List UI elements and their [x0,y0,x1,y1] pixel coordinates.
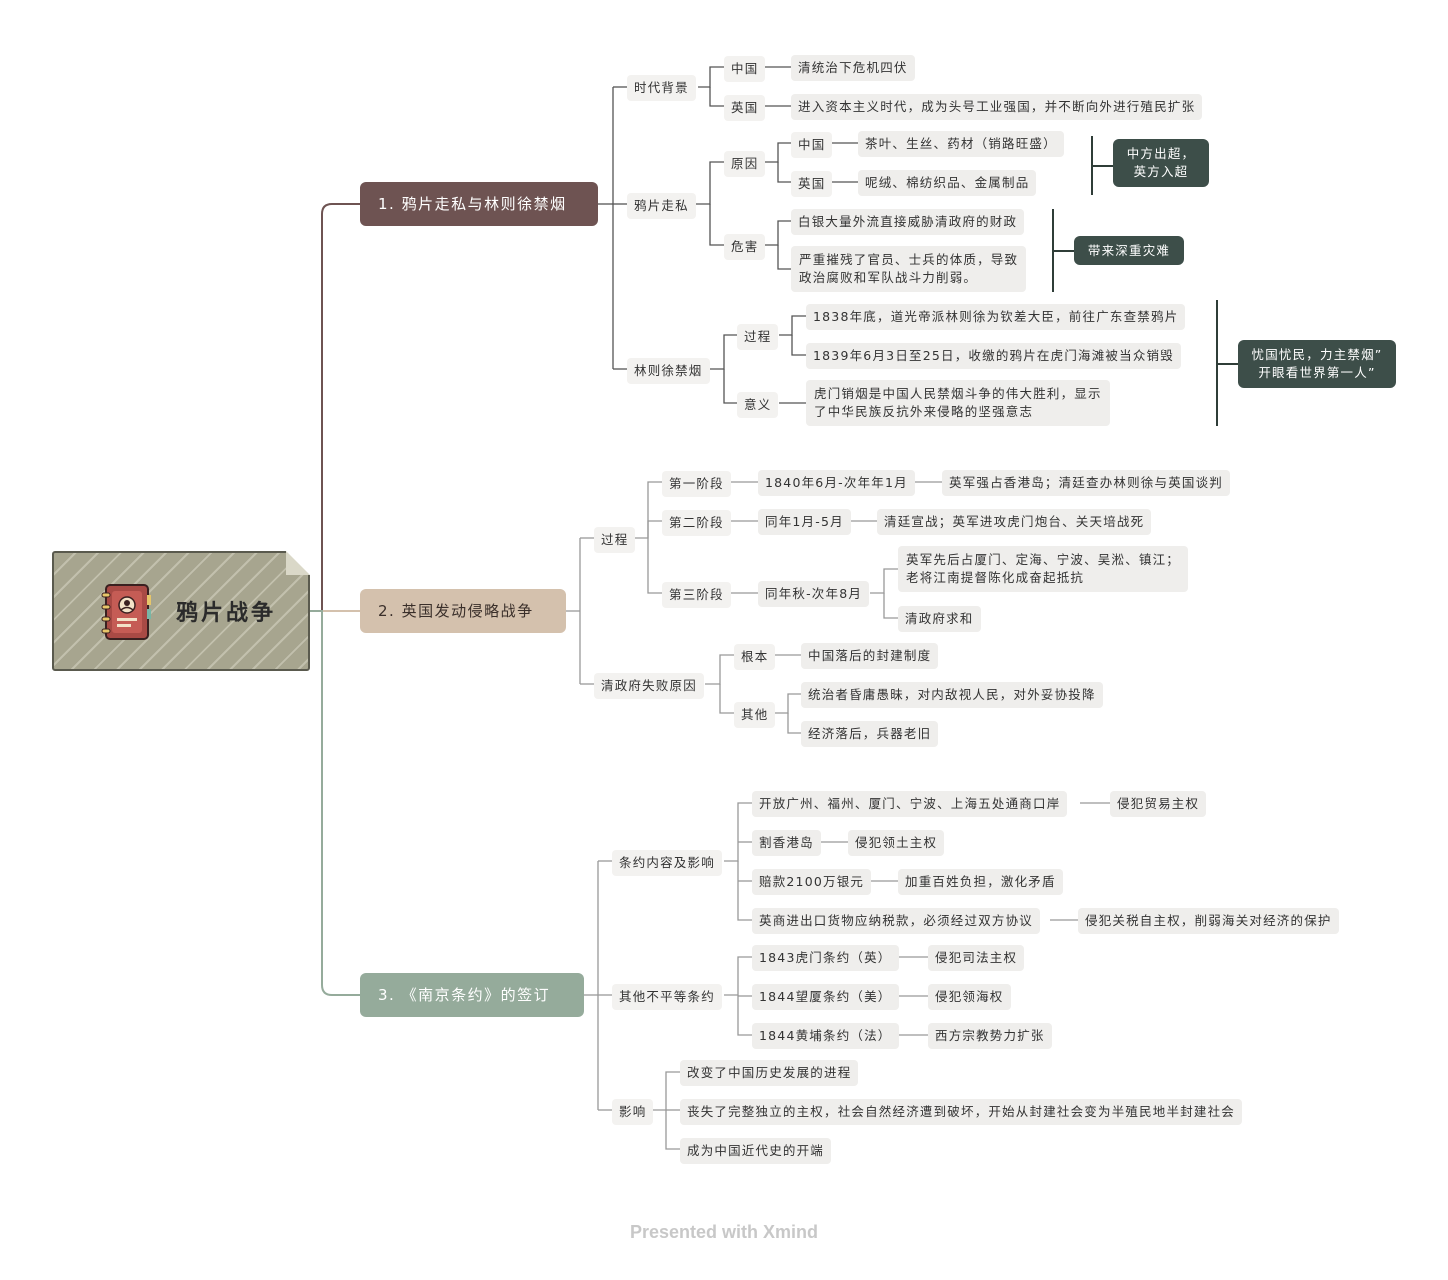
topic-harm-health[interactable]: 严重摧残了官员、士兵的体质，导致 政治腐败和军队战斗力削弱。 [791,246,1027,292]
topic-content-indemnity[interactable]: 赔款2100万银元 [752,869,872,895]
topic-ban-process[interactable]: 过程 [737,324,779,350]
branch-opium-smuggling[interactable]: 1. 鸦片走私与林则徐禁烟 [360,182,598,226]
topic-stage3-text1[interactable]: 英军先后占厦门、定海、宁波、吴淞、镇江； 老将江南提督陈化成奋起抵抗 [898,546,1189,592]
topic-ban-meaning[interactable]: 意义 [737,392,779,418]
topic-harm-silver[interactable]: 白银大量外流直接威胁清政府的财政 [791,209,1025,235]
xmind-watermark: Presented with Xmind [629,1222,819,1242]
topic-smuggling[interactable]: 鸦片走私 [627,193,696,219]
topic-war-process[interactable]: 过程 [594,527,636,553]
topic-stage1-time[interactable]: 1840年6月-次年年1月 [758,470,915,496]
topic-content-indemnity-impact[interactable]: 加重百姓负担，激化矛盾 [898,869,1063,895]
topic-bg-china-text[interactable]: 清统治下危机四伏 [791,55,915,81]
topic-treaty-wangxia-impact[interactable]: 侵犯领海权 [928,984,1011,1010]
topic-content-hongkong[interactable]: 割香港岛 [752,830,821,856]
topic-content-ports-impact[interactable]: 侵犯贸易主权 [1110,791,1207,817]
topic-cause-britain[interactable]: 英国 [791,171,833,197]
topic-ban-1838[interactable]: 1838年底，道光帝派林则徐为钦差大臣，前往广东查禁鸦片 [806,304,1186,330]
topic-stage3-time[interactable]: 同年秋-次年8月 [758,581,870,607]
topic-harm[interactable]: 危害 [724,234,766,260]
topic-cause-china[interactable]: 中国 [791,132,833,158]
topic-effect-modern-start[interactable]: 成为中国近代史的开端 [680,1138,832,1164]
topic-stage2-text[interactable]: 清廷宣战；英军进攻虎门炮台、关天培战死 [877,509,1152,535]
topic-effect[interactable]: 影响 [612,1099,654,1125]
topic-cause-britain-text[interactable]: 呢绒、棉纺织品、金属制品 [858,170,1037,196]
topic-treaty-wangxia[interactable]: 1844望厦条约（美） [752,984,899,1010]
topic-failure-other-text2[interactable]: 经济落后，兵器老旧 [801,721,939,747]
topic-stage1[interactable]: 第一阶段 [662,471,731,497]
topic-failure-other-text1[interactable]: 统治者昏庸愚昧，对内敌视人民，对外妥协投降 [801,682,1103,708]
topic-background[interactable]: 时代背景 [627,75,696,101]
summary-lin-zexu[interactable]: 忧国忧民，力主禁烟” 开眼看世界第一人” [1238,340,1396,388]
topic-bg-britain[interactable]: 英国 [724,95,766,121]
topic-stage3-text2[interactable]: 清政府求和 [898,606,981,632]
topic-ban-1839[interactable]: 1839年6月3日至25日，收缴的鸦片在虎门海滩被当众销毁 [806,343,1181,369]
connector-root-b1 [310,203,360,612]
topic-other-treaties[interactable]: 其他不平等条约 [612,984,722,1010]
page-fold-corner [286,551,310,575]
topic-treaty-humen[interactable]: 1843虎门条约（英） [752,945,899,971]
topic-treaty-humen-impact[interactable]: 侵犯司法主权 [928,945,1025,971]
topic-ban-meaning-text[interactable]: 虎门销烟是中国人民禁烟斗争的伟大胜利，显示 了中华民族反抗外来侵略的坚强意志 [806,380,1110,426]
summary-trade-balance[interactable]: 中方出超， 英方入超 [1113,139,1209,187]
branch-nanjing-treaty[interactable]: 3. 《南京条约》的签订 [360,973,584,1017]
topic-treaty-huangpu-impact[interactable]: 西方宗教势力扩张 [928,1023,1052,1049]
topic-stage1-text[interactable]: 英军强占香港岛；清廷查办林则徐与英国谈判 [942,470,1231,496]
topic-treaty-content[interactable]: 条约内容及影响 [612,850,722,876]
topic-stage2-time[interactable]: 同年1月-5月 [758,509,851,535]
topic-effect-history[interactable]: 改变了中国历史发展的进程 [680,1060,859,1086]
topic-treaty-huangpu[interactable]: 1844黄埔条约（法） [752,1023,899,1049]
topic-effect-sovereignty[interactable]: 丧失了完整独立的主权，社会自然经济遭到破坏，开始从封建社会变为半殖民地半封建社会 [680,1099,1243,1125]
topic-content-tariff-impact[interactable]: 侵犯关税自主权，削弱海关对经济的保护 [1078,908,1339,934]
topic-failure[interactable]: 清政府失败原因 [594,673,704,699]
root-title: 鸦片战争 [176,601,277,626]
topic-cause[interactable]: 原因 [724,151,766,177]
connector-root-b3 [310,610,360,996]
topic-bg-britain-text[interactable]: 进入资本主义时代，成为头号工业强国，并不断向外进行殖民扩张 [791,94,1203,120]
topic-failure-root-text[interactable]: 中国落后的封建制度 [801,643,939,669]
topic-failure-root[interactable]: 根本 [734,644,776,670]
notebook-user-icon [101,584,151,640]
topic-lin-ban[interactable]: 林则徐禁烟 [627,358,710,384]
topic-cause-china-text[interactable]: 茶叶、生丝、药材（销路旺盛） [858,131,1064,157]
topic-content-ports[interactable]: 开放广州、福州、厦门、宁波、上海五处通商口岸 [752,791,1068,817]
topic-stage2[interactable]: 第二阶段 [662,510,731,536]
topic-failure-other[interactable]: 其他 [734,702,776,728]
topic-content-tariff[interactable]: 英商进出口货物应纳税款，必须经过双方协议 [752,908,1041,934]
root-topic[interactable]: 鸦片战争 [52,551,310,671]
topic-stage3[interactable]: 第三阶段 [662,582,731,608]
topic-content-hongkong-impact[interactable]: 侵犯领土主权 [848,830,945,856]
branch-british-war[interactable]: 2. 英国发动侵略战争 [360,589,566,633]
summary-disaster[interactable]: 带来深重灾难 [1074,236,1184,265]
topic-bg-china[interactable]: 中国 [724,56,766,82]
